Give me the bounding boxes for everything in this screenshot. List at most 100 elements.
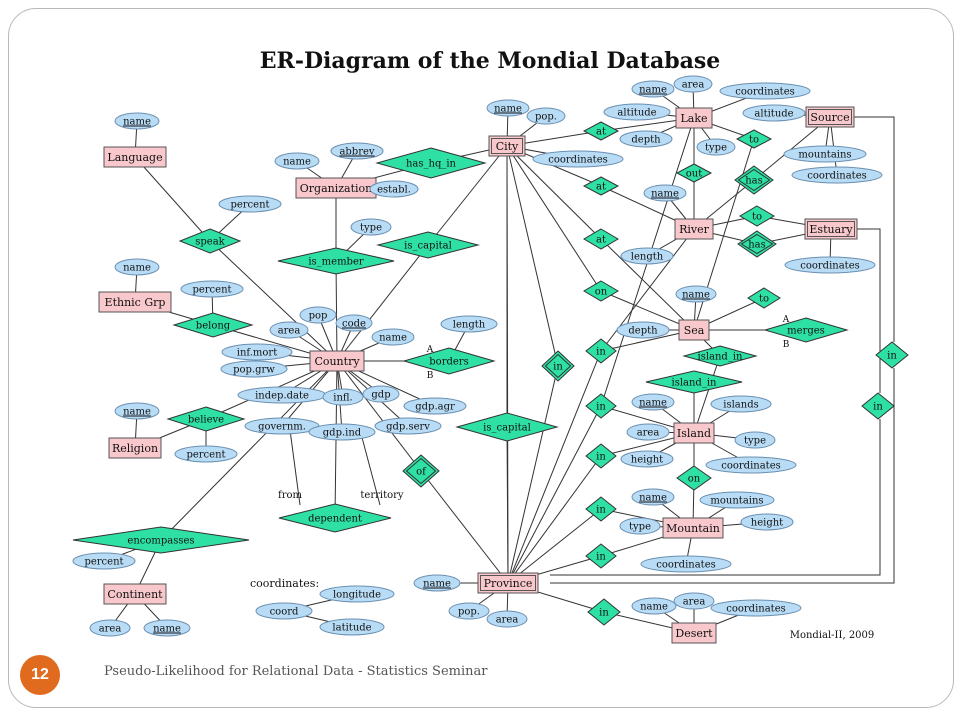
attribute-des_area: area <box>673 592 715 610</box>
relationship-borders[interactable]: borders <box>402 347 496 375</box>
attribute-c_name: name <box>371 328 415 346</box>
attribute-label: type <box>360 223 382 234</box>
attribute-label: name <box>639 398 667 409</box>
attribute-label: altitude <box>617 108 656 119</box>
attribute-mnt_type: type <box>619 517 661 535</box>
entity-organization[interactable]: Organization <box>295 177 377 199</box>
relationship-has_estuary[interactable]: has <box>737 230 777 258</box>
diagram-title: ER-Diagram of the Mondial Database <box>260 48 720 74</box>
attribute-label: type <box>744 436 766 447</box>
relationship-in_desert[interactable]: in <box>587 598 621 626</box>
attribute-label: code <box>342 319 366 330</box>
entity-label: Ethnic Grp <box>105 296 166 309</box>
relationship-to_sea[interactable]: to <box>747 287 781 309</box>
attribute-isl_name: name <box>631 393 675 411</box>
relationship-is_member[interactable]: is_member <box>277 247 395 275</box>
entity-estuary[interactable]: Estuary <box>804 218 858 240</box>
relationship-in_p5[interactable]: in <box>585 543 617 569</box>
relationship-is_capital_c[interactable]: is_capital <box>376 231 480 259</box>
entity-label: Country <box>314 355 360 368</box>
attribute-label: area <box>637 428 660 439</box>
attribute-label: longitude <box>333 590 381 601</box>
attribute-label: height <box>631 455 663 466</box>
relationship-in_p2[interactable]: in <box>585 393 617 419</box>
relationship-on_island[interactable]: on <box>676 465 712 491</box>
entity-lake[interactable]: Lake <box>675 107 713 129</box>
attribute-org_name: name <box>274 152 320 170</box>
relationship-has_source[interactable]: has <box>734 165 774 195</box>
attribute-label: area <box>683 597 706 608</box>
relationship-island_in_1[interactable]: island_in <box>682 345 758 367</box>
relationship-believe[interactable]: believe <box>166 406 246 432</box>
relationship-label: to <box>752 212 762 223</box>
entity-island[interactable]: Island <box>673 422 715 444</box>
attribute-prov_name: name <box>413 574 461 592</box>
edge-from-dependent <box>289 429 301 506</box>
label-a-merges: A <box>782 315 790 325</box>
relationship-at_lake[interactable]: at <box>582 121 620 141</box>
entity-country[interactable]: Country <box>309 350 365 372</box>
attribute-label: coordinates <box>721 461 781 472</box>
edge-in-r2-estuary <box>857 228 881 393</box>
relationship-is_capital_p[interactable]: is_capital <box>455 412 559 442</box>
label-from: from <box>278 490 303 501</box>
relationship-island_in_2[interactable]: island_in <box>645 370 743 394</box>
attribute-label: coord <box>270 607 299 618</box>
entity-city[interactable]: City <box>488 135 526 157</box>
relationship-on_sea[interactable]: on <box>583 280 619 302</box>
relationship-label: is_capital <box>404 241 452 252</box>
relationship-in_city[interactable]: in <box>541 350 575 382</box>
relationship-label: in <box>553 362 563 373</box>
attribute-label: name <box>123 407 151 418</box>
relationship-label: merges <box>787 326 825 337</box>
relationship-at_sea[interactable]: at <box>583 228 619 250</box>
relationship-to_lake[interactable]: to <box>735 129 773 149</box>
relationship-merges[interactable]: merges <box>763 317 849 343</box>
relationship-in_p4[interactable]: in <box>585 496 617 522</box>
entity-river[interactable]: River <box>674 218 714 240</box>
attribute-label: percent <box>230 200 269 211</box>
attribute-label: pop. <box>535 112 557 123</box>
attribute-c_code: code <box>335 314 373 332</box>
attribute-label: coordinates <box>656 560 716 571</box>
label-coordinates-legend: coordinates: <box>250 577 319 590</box>
relationship-in_r1[interactable]: in <box>875 341 909 369</box>
relationship-in_p1[interactable]: in <box>585 338 617 364</box>
relationship-in_p3[interactable]: in <box>585 443 617 469</box>
entity-source[interactable]: Source <box>805 106 855 128</box>
entity-label: Religion <box>112 442 158 455</box>
edge-speak-country <box>209 240 338 362</box>
attribute-member_type: type <box>350 218 392 236</box>
relationship-belong[interactable]: belong <box>172 312 254 338</box>
entity-province[interactable]: Province <box>477 572 539 594</box>
attribute-mnt_mountains: mountains <box>699 491 775 509</box>
attribute-label: abbrev <box>339 147 374 158</box>
entity-desert[interactable]: Desert <box>671 622 717 644</box>
relationship-to_estuary[interactable]: to <box>739 205 775 227</box>
entity-language[interactable]: Language <box>103 146 167 168</box>
relationship-label: on <box>688 474 701 485</box>
relationship-out_lake[interactable]: out <box>675 163 713 183</box>
entity-continent[interactable]: Continent <box>103 583 167 605</box>
relationship-speak[interactable]: speak <box>178 228 242 254</box>
attribute-lake_coord: coordinates <box>719 82 811 100</box>
entity-ethnic[interactable]: Ethnic Grp <box>98 291 172 313</box>
relationship-of[interactable]: of <box>402 454 440 488</box>
entity-label: Desert <box>675 627 713 640</box>
attribute-label: type <box>629 522 651 533</box>
entity-mountain[interactable]: Mountain <box>662 517 724 539</box>
relationship-dependent[interactable]: dependent <box>278 503 392 533</box>
attribute-label: islands <box>723 400 758 411</box>
label-b-borders: B <box>427 371 434 381</box>
relationship-encompasses[interactable]: encompasses <box>72 526 250 554</box>
relationship-has_hq_in[interactable]: has_hq_in <box>375 147 487 179</box>
relationship-label: in <box>873 402 883 413</box>
relationship-at_river[interactable]: at <box>582 176 620 196</box>
entity-label: Island <box>677 427 711 440</box>
relationship-in_r2[interactable]: in <box>861 392 895 420</box>
entity-religion[interactable]: Religion <box>108 437 162 459</box>
attribute-label: coordinates <box>807 171 867 182</box>
attribute-city_coord: coordinates <box>532 150 624 168</box>
attribute-city_pop: pop. <box>526 107 566 125</box>
entity-sea[interactable]: Sea <box>678 319 710 341</box>
